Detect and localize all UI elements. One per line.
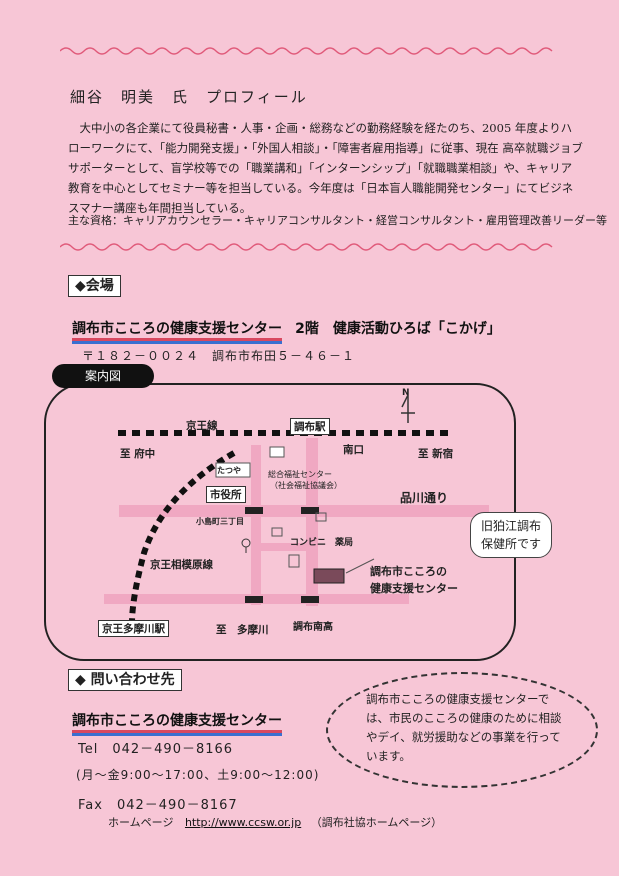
homepage-label: ホームページ (108, 816, 174, 829)
map-pharmacy: 薬局 (335, 538, 354, 548)
homepage-link[interactable]: http://www.ccsw.or.jp (184, 816, 302, 829)
contact-homepage-row: ホームページ http://www.ccsw.or.jp （調布社協ホームページ… (108, 814, 442, 830)
profile-qualifications: 主な資格：キャリアカウンセラー・キャリアコンサルタント・経営コンサルタント・雇用… (68, 214, 607, 227)
map-center-label-2: 健康支援センター (370, 582, 458, 595)
contact-tel: Tel 042－490－8166 (78, 742, 234, 757)
road-west (251, 445, 261, 605)
map-tamagawa-station: 京王多摩川駅 (98, 620, 169, 637)
old-health-line-1: 旧狛江調布 (481, 519, 542, 533)
bus-stop-icon (241, 538, 251, 548)
map-sagamihara-line: 京王相模原線 (150, 559, 213, 571)
map-welfare-center: 総合福祉センター (268, 470, 332, 479)
profile-title: 細谷 明美 氏 プロフィール (70, 88, 308, 106)
road-mid (256, 543, 312, 551)
homepage-note: （調布社協ホームページ） (310, 816, 443, 829)
map-chofu-station: 調布駅 (290, 418, 330, 435)
profile-text: 大中小の各企業にて役員秘書・人事・企画・総務などの勤務経験を経たのち、2005 … (68, 121, 583, 215)
contact-heading: ◆ 問い合わせ先 (68, 669, 182, 691)
map-tsutaya: たつや (217, 466, 241, 475)
decorative-wave-bottom (60, 243, 553, 251)
signal-icon (301, 507, 319, 514)
venue-line: 調布市こころの健康支援センター 2階 健康活動ひろば「こかげ」 (72, 318, 501, 341)
info-ellipse (326, 672, 598, 788)
venue-address: 〒１８２－００２４ 調布市布田５－４６－１ (82, 349, 356, 363)
map-city-hall: 市役所 (206, 486, 246, 503)
contact-hours: (月～金9:00～17:00、土9:00～12:00) (76, 768, 320, 782)
map-graphic (104, 394, 489, 624)
map-chofu-minami: 調布南高 (293, 622, 333, 633)
venue-heading: ◆会場 (68, 275, 121, 297)
map-label: 案内図 (52, 364, 154, 388)
map-welfare-center-sub: （社会福祉協議会） (270, 481, 342, 490)
venue-floor-room: 2階 健康活動ひろば「こかげ」 (295, 321, 501, 337)
map-shinagawa-st: 品川通り (400, 491, 449, 505)
old-health-line-2: 保健所です (481, 537, 542, 551)
sagamihara-line-track (129, 450, 236, 624)
center-building (313, 568, 345, 584)
map-to-shinjuku: 至 新宿 (418, 448, 454, 460)
road-east (306, 438, 318, 606)
signal-icon (301, 596, 319, 603)
venue-center-name: 調布市こころの健康支援センター (72, 321, 282, 341)
map-convenience: コンビニ (290, 538, 327, 548)
map-kojima-cho: 小島町三丁目 (196, 517, 244, 526)
map-to-tamagawa: 至 多摩川 (216, 624, 269, 636)
profile-body: 大中小の各企業にて役員秘書・人事・企画・総務などの勤務経験を経たのち、2005 … (68, 118, 583, 218)
map-center-label-1: 調布市こころの (370, 565, 447, 578)
tsutaya-building (215, 462, 251, 478)
map-keio-line: 京王線 (186, 420, 218, 432)
signal-icon (245, 596, 263, 603)
info-text: 調布市こころの健康支援センターでは、市民のこころの健康のために相談やデイ、就労援… (366, 692, 562, 763)
map-to-fuchu: 至 府中 (120, 448, 156, 460)
old-health-callout: 旧狛江調布 保健所です (470, 512, 553, 558)
welfare-building (269, 446, 285, 458)
contact-fax: Fax 042－490－8167 (78, 798, 238, 813)
contact-name-wrap: 調布市こころの健康支援センター (72, 710, 282, 733)
signal-icon (245, 507, 263, 514)
decorative-wave-top (60, 47, 553, 55)
contact-center-name: 調布市こころの健康支援センター (72, 713, 282, 733)
map-south-exit: 南口 (343, 444, 364, 456)
map-north-label: N (402, 388, 410, 398)
